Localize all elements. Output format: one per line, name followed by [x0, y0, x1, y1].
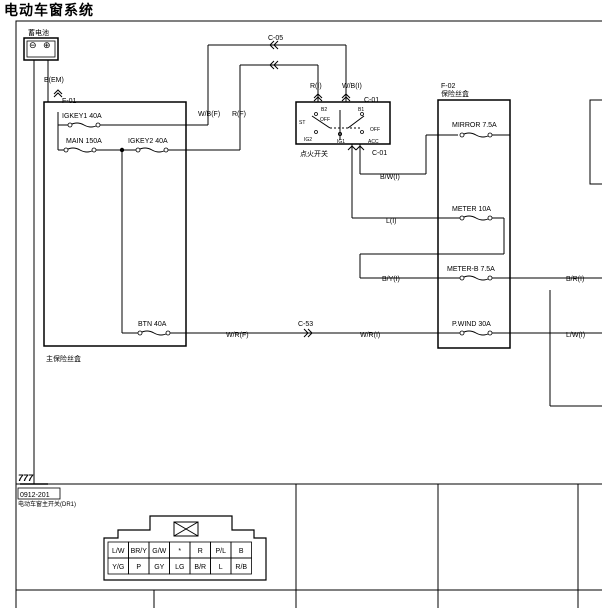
main-fuse-box-label: 主保险丝盒 [46, 354, 81, 363]
fuse-label-igkey2: IGKEY2 40A [128, 138, 168, 145]
connector-label-f02: F-02 [441, 83, 456, 90]
connector-c01-bottom-mark [347, 145, 365, 151]
ign-pin-ig1: IG1 [337, 139, 345, 145]
connector-pin-label: G/W [152, 548, 166, 555]
fuse-label-mirror: MIRROR 7.5A [452, 122, 497, 129]
fuse-box-label: 保险丝盒 [441, 89, 469, 98]
connector-pin-label: L/W [112, 548, 125, 555]
connector-label-c05: C-05 [268, 35, 283, 42]
connector-pin-label: Y/G [112, 564, 124, 571]
connector-pin-label: R [198, 548, 203, 555]
wire-label-r-i: R(I) [310, 83, 322, 90]
wire-label-b-r-i: B/R(I) [566, 276, 584, 283]
connector-pin-cell [230, 557, 252, 575]
connector-pin-label: LG [175, 564, 184, 571]
diagram-frame [15, 20, 602, 608]
connector-pin-label: P [136, 564, 141, 571]
connector-c53-mark [303, 328, 313, 338]
connector-f01-mark [53, 89, 63, 98]
wire-label-w-r-i: W/R(I) [360, 332, 380, 339]
ign-pin-b1: B1 [358, 107, 364, 113]
fuse-box-f02 [437, 99, 511, 349]
wire-label-w-b-f: W/B(F) [198, 111, 220, 118]
connector-pin-label: R/B [235, 564, 247, 571]
fuse-label-btn: BTN 40A [138, 321, 167, 328]
connector-label-c01-bottom: C-01 [372, 150, 387, 157]
connector-pin-label: P/L [215, 548, 226, 555]
wire-label-b-y-i: B/Y(I) [382, 276, 400, 283]
connector-pin-label: B [239, 548, 244, 555]
wire-label-w-b-i: W/B(I) [342, 83, 362, 90]
wire-label-w-r-f: W/R(F) [226, 332, 249, 339]
battery-box [23, 37, 59, 61]
ignition-switch-box [295, 101, 391, 145]
ign-pin-st: ST [299, 120, 305, 126]
battery-positive-icon: ⊕ [43, 40, 51, 50]
wire-label-b-w-i: B/W(I) [380, 174, 400, 181]
fuse-label-igkey1: IGKEY1 40A [62, 113, 102, 120]
ign-pin-ig2: IG2 [304, 137, 312, 143]
ign-pin-off-right: OFF [370, 127, 380, 133]
fuse-label-meter-b: METER-B 7.5A [447, 266, 495, 273]
connector-label-c53: C-53 [298, 321, 313, 328]
fuse-label-p-wind: P.WIND 30A [452, 321, 491, 328]
connector-pin-label: L [219, 564, 223, 571]
connector-label-f01: F-01 [62, 98, 77, 105]
connector-pin-label: B/R [194, 564, 206, 571]
switch-connector-label: 电动车窗主开关(DR1) [18, 500, 76, 508]
connector-pin-label: BR/Y [131, 548, 148, 555]
wire-label-r-f: R(F) [232, 111, 246, 118]
connector-c01-mark-left [313, 93, 323, 102]
connector-c01-mark-right [341, 93, 351, 102]
ignition-switch-label: 点火开关 [300, 149, 328, 158]
connector-c05-mark-bottom [269, 60, 279, 70]
connector-c05-mark-top [269, 40, 279, 50]
main-fuse-box [43, 101, 187, 347]
connector-pin-label: * [178, 548, 181, 555]
page-title: 电动车窗系统 [4, 3, 94, 19]
ign-pin-acc: ACC [368, 139, 379, 145]
wire-label-l-w-i: L/W(I) [566, 332, 585, 339]
fuse-label-main: MAIN 150A [66, 138, 102, 145]
battery-negative-icon: ⊖ [29, 40, 37, 50]
wire-label-l-i: L(I) [386, 218, 397, 225]
battery-label: 蓄电池 [28, 28, 49, 37]
ign-pin-off-left: OFF [320, 117, 330, 123]
ground-icon: 777 [18, 473, 34, 483]
connector-label-c01-top: C-01 [364, 97, 379, 104]
ign-pin-b2: B2 [321, 107, 327, 113]
switch-connector-pins: L/W BR/Y G/W * R P/L B Y/G P GY LG B/R L R/B [107, 541, 252, 575]
switch-connector-outline [103, 515, 267, 581]
wire-label-b-em: B(EM) [44, 77, 64, 84]
ground-code: 0912-201 [20, 492, 50, 499]
connector-pin-label: GY [154, 564, 164, 571]
fuse-label-meter: METER 10A [452, 206, 491, 213]
